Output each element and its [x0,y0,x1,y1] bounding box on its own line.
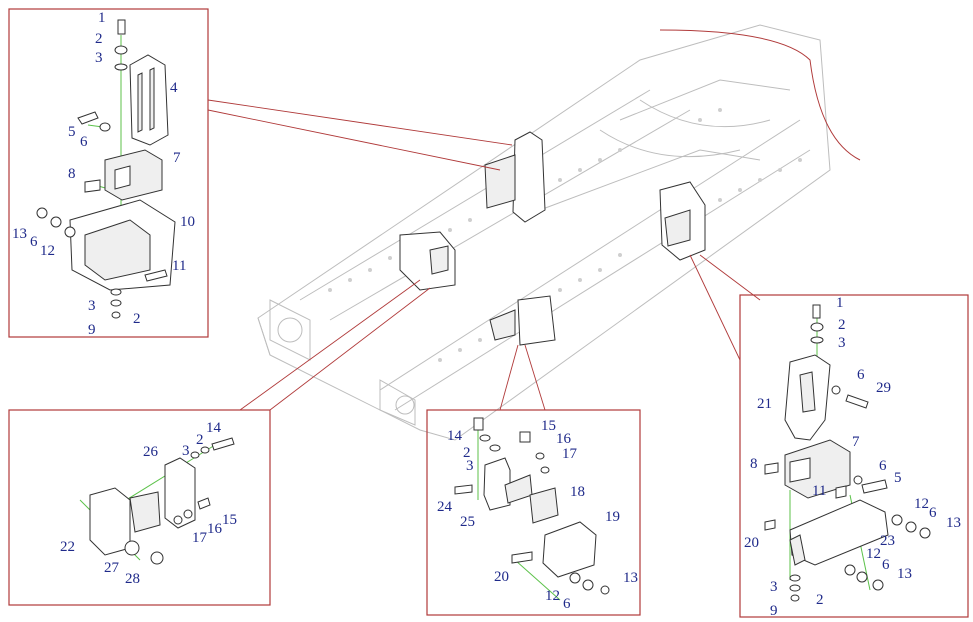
label-r-15: 23 [880,533,895,549]
label-tl-10: 12 [40,243,55,259]
label-tl-7: 8 [68,166,76,182]
label-r-8: 5 [894,470,902,486]
label-r-11: 12 [914,496,929,512]
label-r-17: 6 [882,557,890,573]
mount-on-chassis-front [399,131,706,346]
label-bl-5: 16 [207,521,223,537]
label-tl-15: 9 [88,322,96,338]
label-r-18: 13 [897,566,912,582]
label-bm-12: 6 [563,596,571,612]
label-bm-4: 3 [466,458,474,474]
label-bm-1: 16 [556,431,572,447]
label-tl-12: 11 [172,258,186,274]
label-tl-14: 2 [133,311,141,327]
right-panel-parts [764,304,931,602]
panel-frame-top-left [8,8,209,338]
label-r-10: 11 [812,483,826,499]
chassis-frame [257,24,861,441]
label-tl-11: 10 [180,214,195,230]
panel-frame-bottom-left [8,409,271,606]
label-bl-1: 2 [196,432,204,448]
label-tl-3: 4 [170,80,178,96]
label-bm-7: 24 [437,499,453,515]
bottom-middle-parts [454,417,610,601]
label-bm-13: 13 [623,570,638,586]
label-tl-4: 5 [68,124,76,140]
label-tl-13: 3 [88,298,96,314]
label-bm-5: 17 [562,446,578,462]
label-r-21: 9 [770,603,778,619]
label-bm-9: 19 [605,509,620,525]
callout-labels: 1 2 3 4 5 6 7 8 13 6 12 10 11 3 2 9 14 2… [12,10,961,619]
label-tl-5: 6 [80,134,88,150]
label-r-1: 2 [838,317,846,333]
label-tl-6: 7 [173,150,181,166]
label-bm-6: 18 [570,484,585,500]
label-tl-2: 3 [95,50,103,66]
label-bl-7: 22 [60,539,75,555]
label-bl-6: 17 [192,530,208,546]
bottom-left-parts [79,437,235,565]
label-r-0: 1 [836,295,844,311]
label-r-6: 7 [852,434,860,450]
label-bl-4: 15 [222,512,237,528]
label-tl-0: 1 [98,10,106,26]
label-r-7: 8 [750,456,758,472]
label-tl-8: 13 [12,226,27,242]
label-r-5: 21 [757,396,772,412]
label-r-16: 12 [866,546,881,562]
panel-frame-bottom-middle [426,409,641,616]
label-bm-10: 20 [494,569,509,585]
label-tl-1: 2 [95,31,103,47]
label-r-19: 3 [770,579,778,595]
label-bm-8: 25 [460,514,475,530]
label-r-3: 6 [857,367,865,383]
label-r-20: 2 [816,592,824,608]
panel-frame-right [739,294,969,618]
label-r-12: 6 [929,505,937,521]
label-r-13: 13 [946,515,961,531]
top-left-parts [36,19,176,319]
label-bl-8: 27 [104,560,120,576]
label-bl-9: 28 [125,571,140,587]
label-bm-2: 14 [447,428,463,444]
label-bl-0: 14 [206,420,222,436]
leader-lines [207,99,761,411]
label-tl-9: 6 [30,234,38,250]
label-r-14: 20 [744,535,759,551]
label-bl-2: 3 [182,443,190,459]
label-r-2: 3 [838,335,846,351]
label-r-4: 29 [876,380,891,396]
label-bm-11: 12 [545,588,560,604]
label-bm-3: 2 [463,445,471,461]
label-bm-0: 15 [541,418,556,434]
label-bl-3: 26 [143,444,159,460]
label-r-9: 6 [879,458,887,474]
